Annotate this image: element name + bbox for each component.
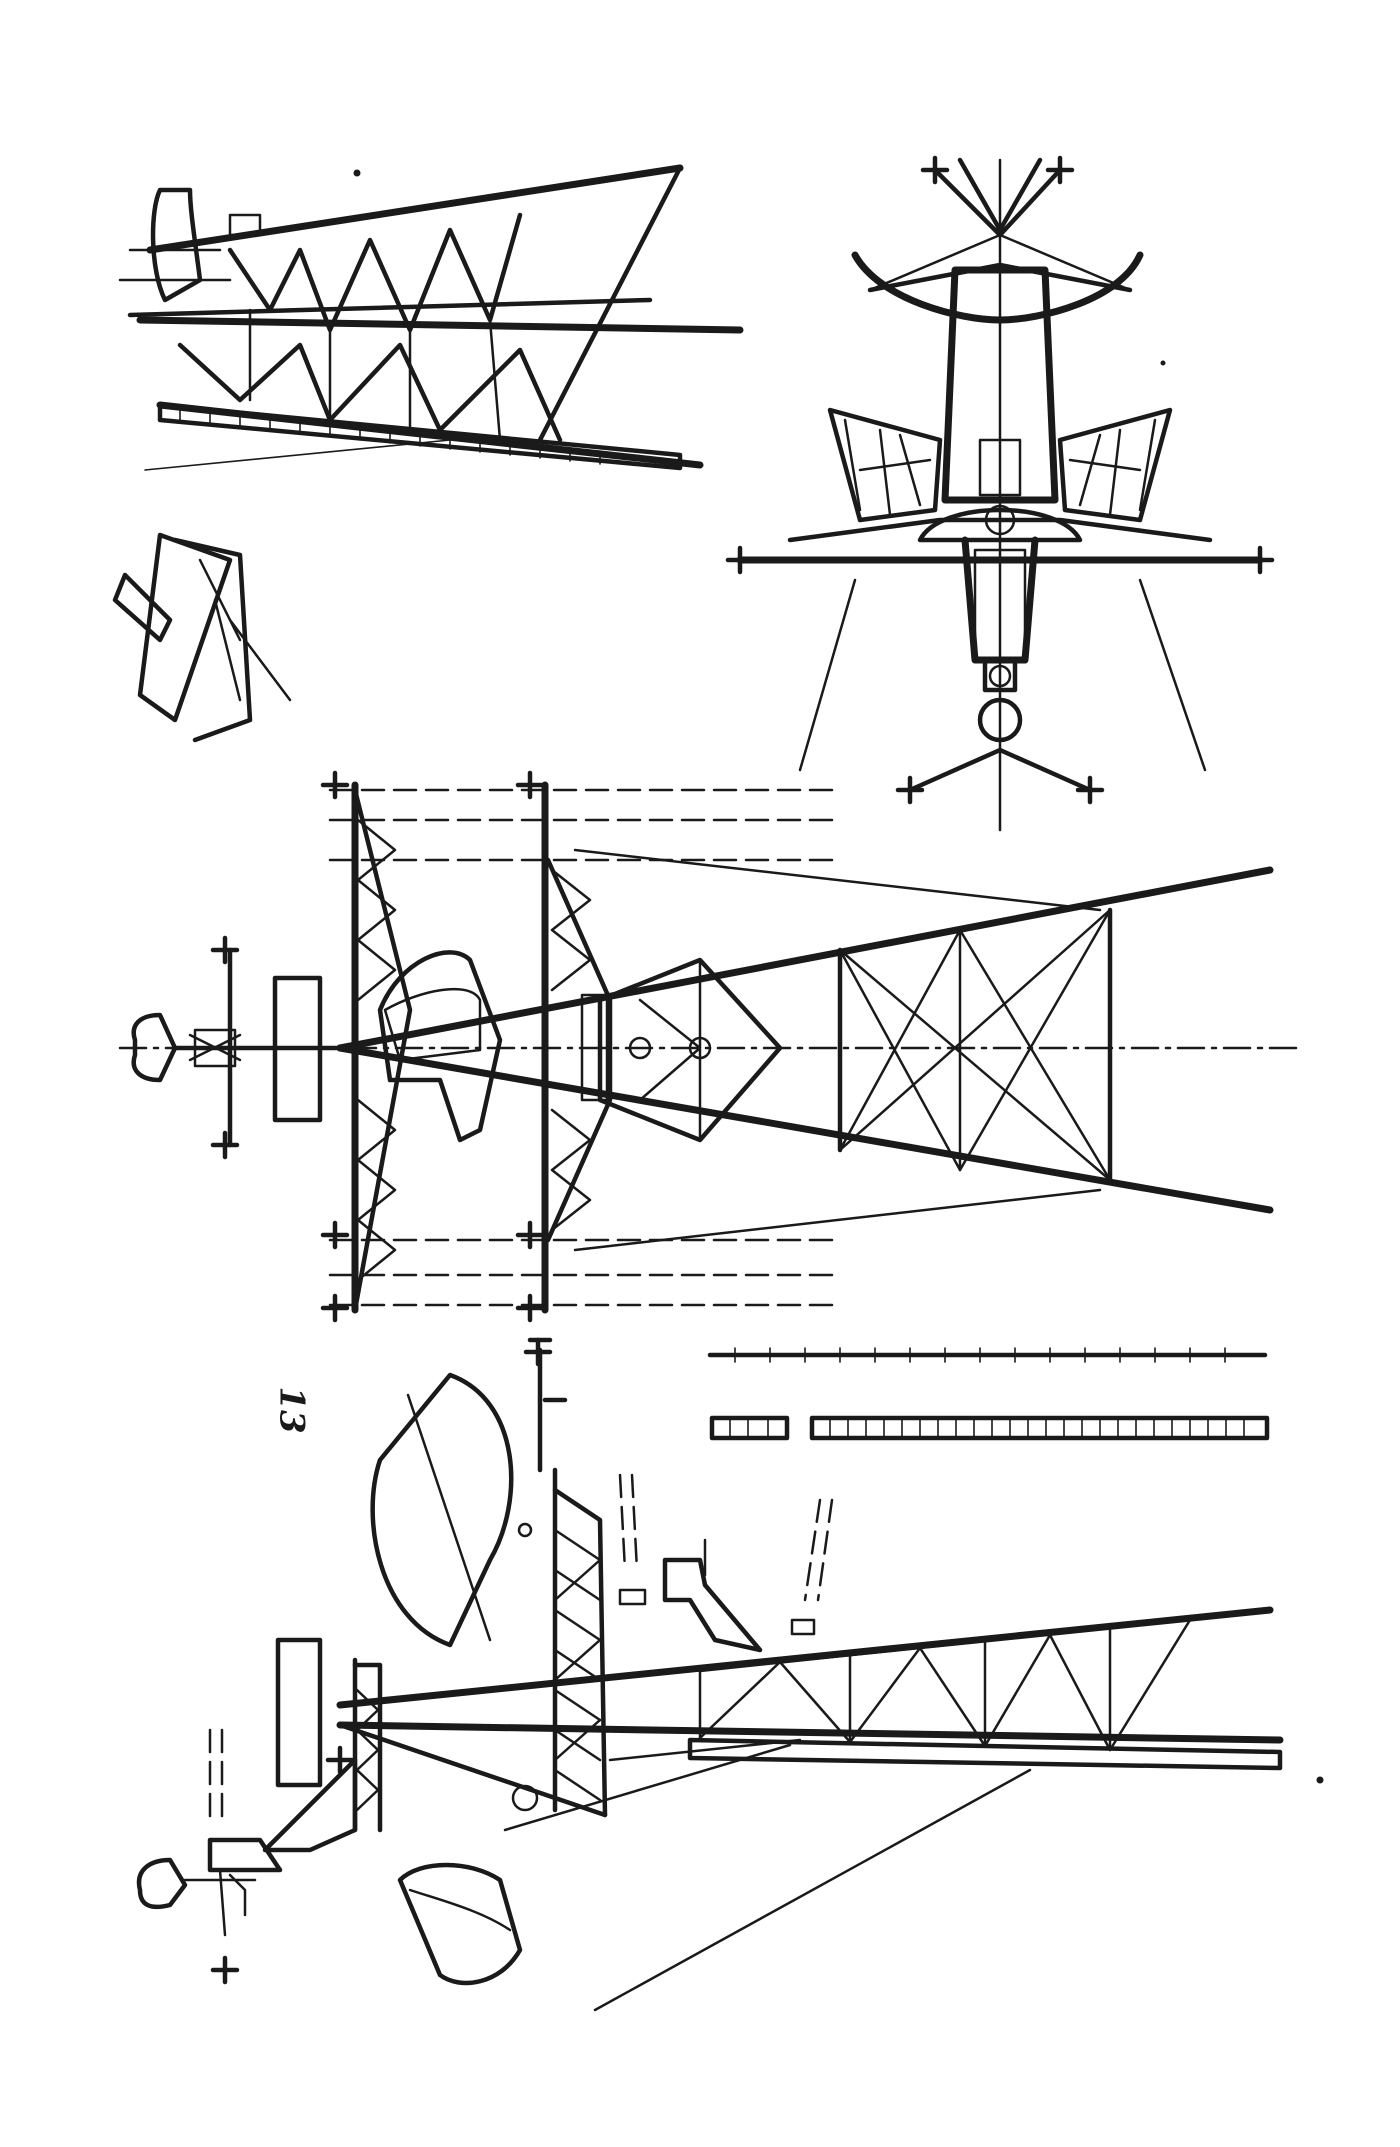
tail-detail-view: [112, 532, 292, 743]
speck: [353, 169, 361, 177]
side-view: [136, 1337, 1284, 2012]
speck: [1160, 360, 1166, 366]
speck: [1316, 1776, 1324, 1784]
figure-number: 13: [271, 1386, 312, 1434]
scale-bars: [707, 1347, 1270, 1441]
perspective-wing-view: [118, 164, 744, 471]
front-view: [725, 155, 1275, 832]
plan-view: [118, 770, 1302, 1323]
